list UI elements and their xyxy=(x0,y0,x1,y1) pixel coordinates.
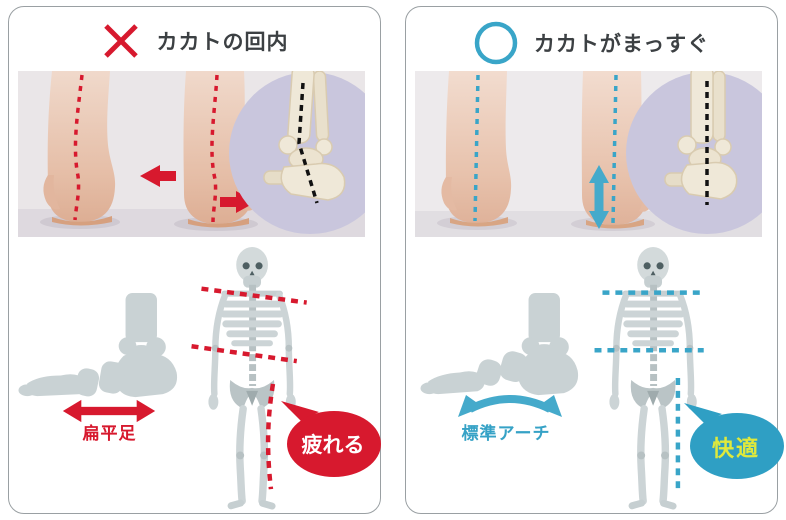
bubble-text: 快適 xyxy=(711,436,760,461)
heels-photo-straight-graphic xyxy=(415,71,762,237)
arch-curve-arrow xyxy=(454,383,566,424)
speech-bubble-icon xyxy=(684,403,784,479)
heels-photo-pronation xyxy=(18,71,365,237)
result-bubble-tired: 疲れる xyxy=(279,399,383,479)
panel-header-straight: カカトがまっすぐ xyxy=(406,21,777,65)
panel-heel-pronation: カカトの回内 xyxy=(8,6,381,514)
foot-type-label: 標準アーチ xyxy=(461,424,551,443)
flat-foot-diagram xyxy=(17,293,185,408)
heels-photo-straight xyxy=(415,71,762,237)
skeleton-figure-icon xyxy=(594,246,706,510)
result-bubble-comfortable: 快適 xyxy=(682,401,786,481)
speech-bubble-icon xyxy=(281,401,381,477)
flat-foot-bones-icon xyxy=(18,293,178,398)
panel-title: カカトがまっすぐ xyxy=(533,33,710,56)
double-arrow-horizontal-icon xyxy=(62,399,156,423)
arched-foot-diagram xyxy=(420,293,588,408)
foot-type-label: 扁平足 xyxy=(82,424,137,443)
panel-title: カカトの回内 xyxy=(156,31,289,54)
arched-foot-bones-icon xyxy=(420,293,579,396)
arrow-right-icon xyxy=(220,191,256,213)
heels-photo-pronation-graphic xyxy=(18,71,365,237)
panel-header-pronation: カカトの回内 xyxy=(9,21,380,61)
arrow-left-icon xyxy=(140,165,176,187)
double-arrow-curved-icon xyxy=(458,395,562,417)
flat-foot-width-arrow xyxy=(61,399,157,428)
circle-icon xyxy=(474,21,518,65)
skeleton-aligned xyxy=(586,245,746,518)
cross-icon xyxy=(103,24,138,58)
bubble-text: 疲れる xyxy=(301,434,365,457)
heel-height-arrow-icon xyxy=(589,165,609,229)
panel-heel-straight: カカトがまっすぐ xyxy=(405,6,784,514)
